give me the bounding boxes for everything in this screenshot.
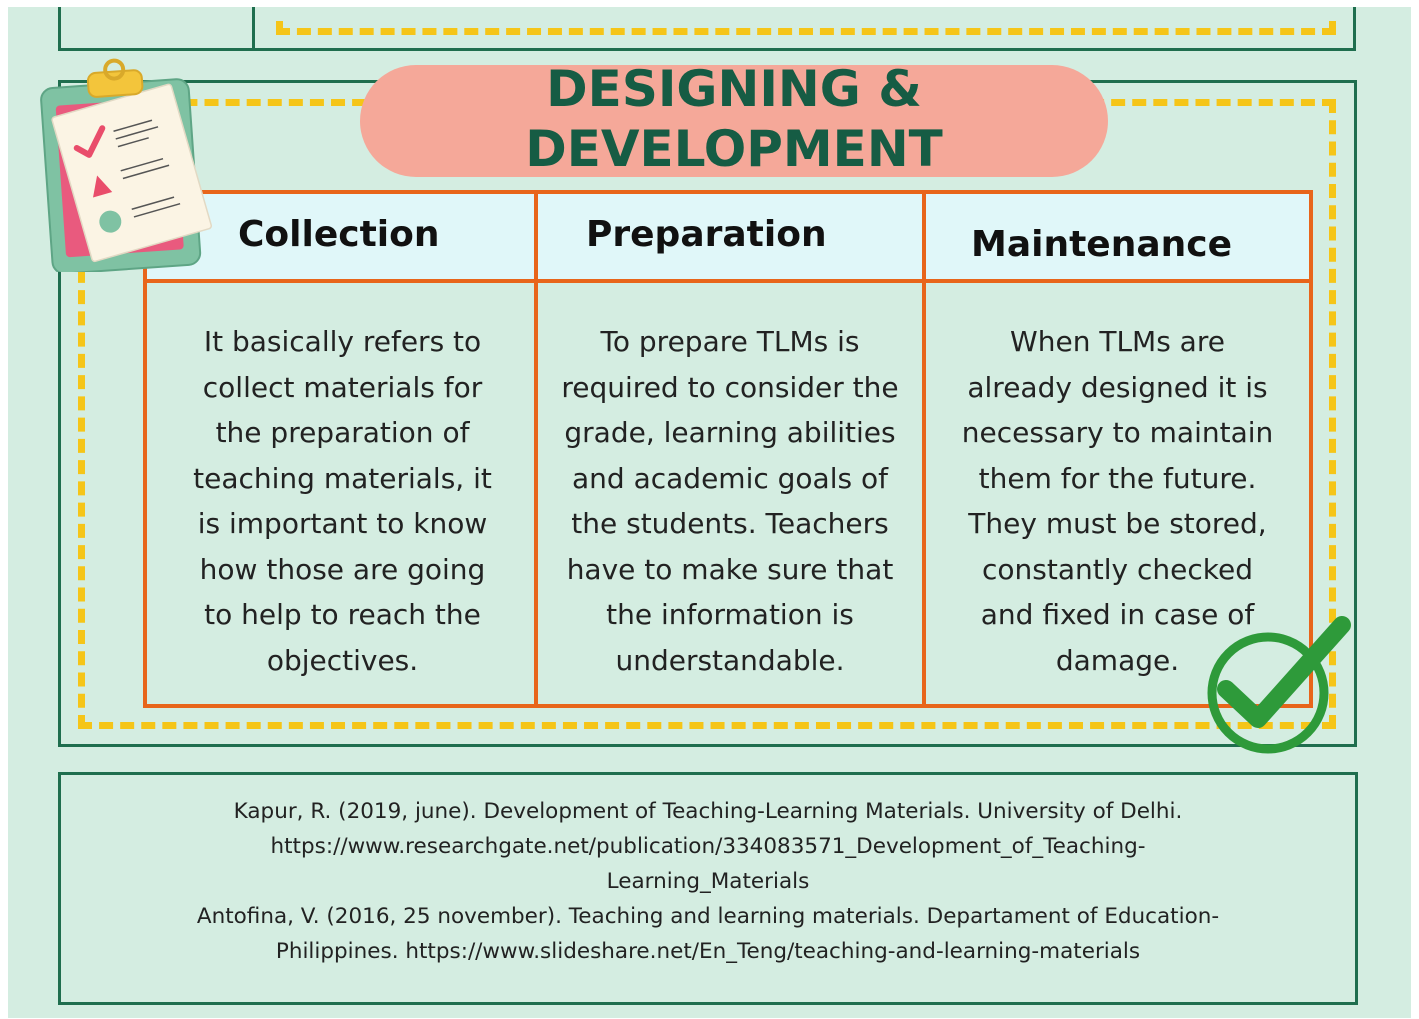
section-title: DESIGNING & DEVELOPMENT bbox=[360, 59, 1108, 179]
column-body-preparation: To prepare TLMs is required to consider … bbox=[538, 319, 922, 683]
references-frame bbox=[58, 772, 1358, 1005]
section-title-line1: DESIGNING & bbox=[546, 60, 922, 118]
title-pill bbox=[360, 65, 1108, 177]
body-line: understandable. bbox=[615, 643, 845, 677]
body-line: the information is bbox=[606, 598, 854, 631]
column-heading-collection: Collection bbox=[238, 214, 440, 255]
body-line: how those are going bbox=[199, 552, 486, 586]
body-line: them for the future. bbox=[978, 461, 1257, 495]
column-heading-maintenance: Maintenance bbox=[971, 224, 1233, 265]
references-text: Kapur, R. (2019, june). Development of T… bbox=[128, 794, 1288, 969]
body-line: and fixed in case of bbox=[980, 598, 1255, 631]
table-column-divider bbox=[534, 194, 538, 704]
body-line: required to consider the bbox=[561, 370, 899, 404]
body-line: constantly checked bbox=[982, 552, 1253, 586]
body-line: teaching materials, it bbox=[193, 461, 492, 495]
reference-line: Kapur, R. (2019, june). Development of T… bbox=[233, 799, 1183, 824]
body-line: the preparation of bbox=[215, 416, 470, 449]
body-line: have to make sure that bbox=[566, 552, 894, 586]
body-line: necessary to maintain bbox=[961, 416, 1274, 449]
column-body-collection: It basically refers to collect materials… bbox=[151, 319, 534, 683]
reference-line: Philippines. https://www.slideshare.net/… bbox=[275, 939, 1141, 964]
top-section-divider bbox=[252, 7, 255, 51]
body-line: is important to know bbox=[197, 507, 488, 540]
body-line: They must be stored, bbox=[968, 507, 1267, 540]
body-line: To prepare TLMs is bbox=[600, 325, 860, 358]
top-section-frame bbox=[58, 7, 1356, 51]
body-line: It basically refers to bbox=[203, 325, 482, 358]
body-line: When TLMs are bbox=[1010, 325, 1225, 358]
stages-table: Collection Preparation Maintenance It ba… bbox=[143, 190, 1313, 708]
reference-link[interactable]: Learning_Materials bbox=[606, 869, 810, 894]
table-header-row bbox=[147, 194, 1309, 283]
body-line: damage. bbox=[1055, 643, 1180, 677]
clipboard-icon bbox=[40, 58, 213, 272]
body-line: objectives. bbox=[266, 643, 419, 677]
top-section-dashed-border bbox=[276, 7, 1336, 35]
infographic-page: DESIGNING & DEVELOPMENT Collection Prepa… bbox=[8, 7, 1411, 1018]
body-line: grade, learning abilities bbox=[564, 416, 896, 449]
section-title-line2: DEVELOPMENT bbox=[525, 120, 943, 178]
column-body-maintenance: When TLMs are already designed it is nec… bbox=[926, 319, 1309, 683]
column-heading-preparation: Preparation bbox=[586, 214, 827, 255]
body-line: to help to reach the bbox=[204, 598, 481, 631]
table-column-divider bbox=[922, 194, 926, 704]
checkmark-icon bbox=[1207, 616, 1351, 754]
reference-link[interactable]: https://www.researchgate.net/publication… bbox=[270, 834, 1146, 859]
reference-line: Antofina, V. (2016, 25 november). Teachi… bbox=[196, 904, 1220, 929]
body-line: collect materials for bbox=[202, 370, 483, 404]
body-line: and academic goals of bbox=[572, 461, 888, 495]
body-line: already designed it is bbox=[967, 370, 1268, 404]
body-line: the students. Teachers bbox=[571, 507, 889, 540]
